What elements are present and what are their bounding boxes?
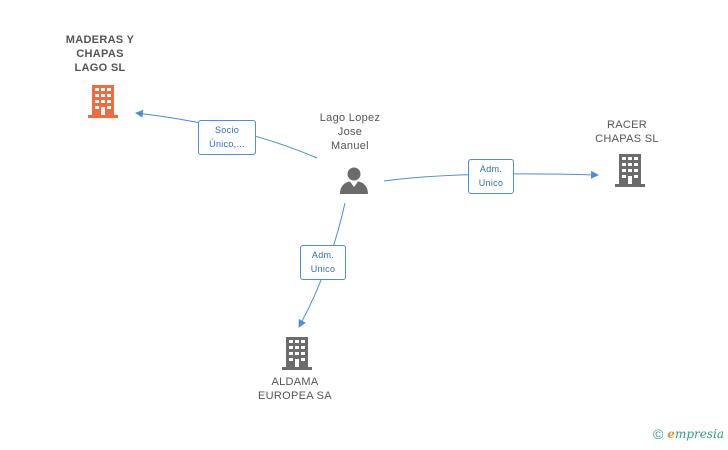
building-icon[interactable]: [87, 84, 119, 118]
copyright-symbol: ©: [652, 426, 664, 442]
edge-label-to-racer[interactable]: Adm. Unico: [468, 159, 514, 194]
empresia-watermark: © empresia: [653, 426, 724, 442]
edge-label-to-maderas[interactable]: Socio Único,...: [198, 120, 256, 155]
empresia-logo: empresia: [667, 427, 724, 441]
building-icon[interactable]: [281, 336, 313, 370]
node-label-aldama: ALDAMA EUROPEA SA: [258, 376, 332, 402]
person-icon[interactable]: [339, 165, 369, 195]
node-label-person: Lago Lopez Jose Manuel: [319, 112, 381, 152]
edge-label-to-aldama[interactable]: Adm. Unico: [300, 245, 346, 280]
node-label-racer: RACER CHAPAS SL: [595, 119, 659, 145]
node-label-maderas: MADERAS Y CHAPAS LAGO SL: [65, 34, 135, 74]
building-icon[interactable]: [614, 153, 646, 187]
